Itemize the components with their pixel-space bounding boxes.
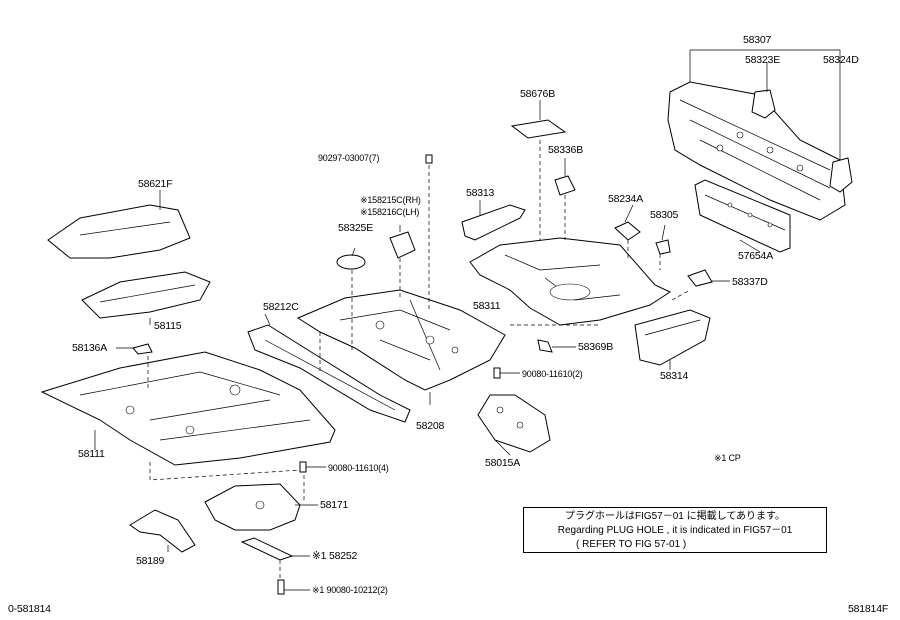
label-57654A: 57654A (738, 250, 774, 262)
label-58208: 58208 (416, 420, 445, 432)
center-floor-58208 (296, 289, 506, 391)
label-58307: 58307 (743, 34, 772, 46)
label-58115: 58115 (154, 320, 182, 332)
bracket-58305 (655, 239, 671, 255)
label-58676B: 58676B (520, 88, 556, 100)
label-58314: 58314 (660, 370, 689, 382)
label-58216C: ※158216C(LH) (360, 207, 420, 217)
rear-floor-58311 (469, 237, 672, 326)
rear-panel-58307 (667, 49, 853, 221)
bolt-90080-2 (493, 367, 501, 379)
label-58313: 58313 (466, 187, 495, 199)
insulator-58621F (47, 204, 191, 259)
label-58336B: 58336B (548, 144, 584, 156)
bracket-58171 (204, 483, 301, 531)
label-58215C: ※158215C(RH) (360, 195, 421, 205)
label-90080-10212: ※1 90080-10212(2) (312, 585, 388, 595)
legend-cp: ※1 CP (714, 453, 741, 463)
clip-58136A (132, 343, 153, 355)
panel-58015A (477, 394, 551, 453)
bracket-58189 (129, 509, 196, 553)
extension-58314 (634, 309, 711, 366)
label-58015A: 58015A (485, 457, 521, 469)
label-58369B: 58369B (578, 341, 614, 353)
bottom-right-code: 581814F (848, 603, 889, 615)
bolt-90080-4 (299, 461, 307, 473)
pad-58676B (510, 119, 567, 139)
member-57654A (694, 179, 791, 253)
note-line-english: Regarding PLUG HOLE , it is indicated in… (557, 525, 793, 536)
label-90080-11610-4: 90080-11610(4) (328, 463, 389, 473)
note-line-japanese: プラグホールはFIG57－01 に掲載してあります。 (564, 511, 786, 522)
bolt-90297 (425, 154, 433, 164)
label-58111: 58111 (78, 448, 105, 460)
label-90297: 90297-03007(7) (318, 153, 380, 163)
label-58324D: 58324D (823, 54, 859, 66)
label-58323E: 58323E (745, 54, 781, 66)
front-floor-58111 (40, 351, 336, 466)
label-58337D: 58337D (732, 276, 768, 288)
label-58234A: 58234A (608, 193, 644, 205)
label-58311: 58311 (473, 300, 501, 312)
label-58305: 58305 (650, 209, 679, 221)
bolt-90080-10212 (277, 579, 285, 595)
insulator-58115 (81, 271, 211, 319)
label-58621F: 58621F (138, 178, 173, 190)
bracket-58337D (687, 269, 713, 287)
bracket-58215C (389, 231, 416, 259)
label-58252: ※1 58252 (312, 550, 358, 562)
member-58313 (461, 204, 526, 241)
label-58136A: 58136A (72, 342, 108, 354)
bracket-58369B (537, 339, 553, 353)
label-58325E: 58325E (338, 222, 374, 234)
plug-hole-note: プラグホールはFIG57－01 に掲載してあります。 Regarding PLU… (523, 507, 827, 553)
pad-58252 (240, 537, 294, 561)
note-line-reference: ( REFER TO FIG 57-01 ) (576, 539, 687, 550)
bracket-58234A (614, 221, 641, 241)
label-90080-11610-2: 90080-11610(2) (522, 369, 583, 379)
label-58171: 58171 (320, 499, 349, 511)
label-58189: 58189 (136, 555, 165, 567)
plug-58325E (336, 254, 366, 270)
bracket-58336B (554, 175, 576, 196)
rail-58212C (247, 324, 411, 423)
label-58212C: 58212C (263, 301, 299, 313)
bottom-left-code: 0-581814 (8, 603, 51, 615)
